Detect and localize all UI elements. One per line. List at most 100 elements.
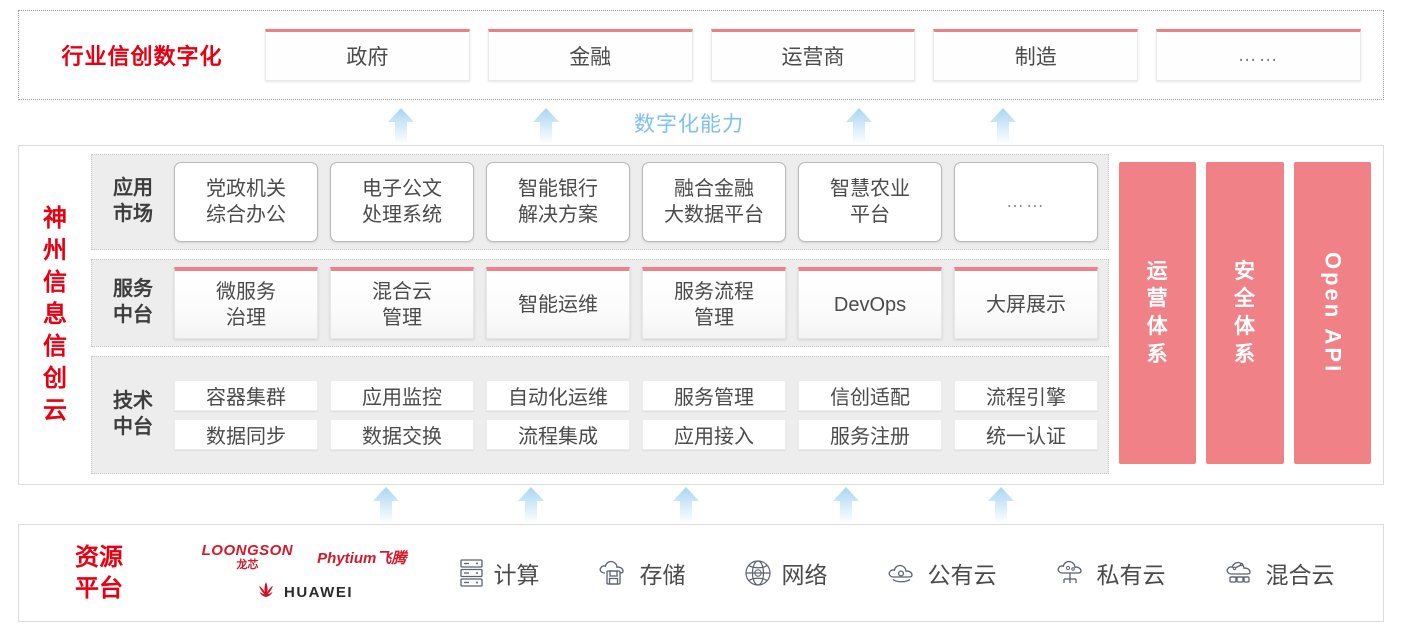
app-card-edoc-system[interactable]: 电子公文处理系统 <box>330 162 474 242</box>
service-card-large-screen-display[interactable]: 大屏展示 <box>954 267 1098 339</box>
pillar-char: 系 <box>1233 342 1256 366</box>
up-arrow-icon <box>978 487 1024 523</box>
cloud-tier-stack: 应用 市场 党政机关综合办公 电子公文处理系统 智能银行解决方案 <box>91 154 1109 474</box>
service-card-smart-ops[interactable]: 智能运维 <box>486 267 630 339</box>
tech-card-container-cluster[interactable]: 容器集群 <box>174 380 318 411</box>
resource-item-storage[interactable]: 存储 <box>597 556 686 590</box>
card-line: 平台 <box>850 204 890 226</box>
card-line: 大数据平台 <box>664 204 764 226</box>
tier-label-app-market: 应用 市场 <box>102 176 164 227</box>
industry-card-operator[interactable]: 运营商 <box>710 29 916 81</box>
resource-platform-panel: 资源 平台 LOONGSON 龙芯 Phytium飞腾 <box>18 524 1384 622</box>
tier-label-tech-platform: 技术 中台 <box>102 389 164 440</box>
service-card-microservice-governance[interactable]: 微服务治理 <box>174 267 318 339</box>
tech-card-app-access[interactable]: 应用接入 <box>642 419 786 450</box>
resource-uplift-arrow-strip <box>18 487 1384 523</box>
up-arrow-icon <box>823 487 869 523</box>
cloud-title-char: 州 <box>43 237 67 265</box>
pillar-open-api[interactable]: Open API <box>1293 162 1371 464</box>
cloud-title-char: 信 <box>43 269 67 297</box>
cloud-pillar-group: 运 营 体 系 安 全 体 系 Open API <box>1119 154 1371 474</box>
loongson-logo-text-cn: 龙芯 <box>236 559 259 571</box>
tier-label-service-platform: 服务 中台 <box>102 277 164 328</box>
tier-tech-platform: 技术 中台 容器集群 应用监控 自动化运维 服务管理 信创适配 流程引擎 <box>91 356 1109 474</box>
resource-item-label: 公有云 <box>927 562 997 588</box>
pillar-char: 安 <box>1233 259 1256 283</box>
digital-capability-arrow-strip: 数字化能力 <box>18 102 1384 144</box>
phytium-logo: Phytium飞腾 <box>317 549 407 567</box>
resource-item-list: 计算 存储 <box>429 556 1383 590</box>
card-line: 混合云 <box>372 280 432 303</box>
resource-item-public-cloud[interactable]: 公有云 <box>885 556 997 590</box>
resource-item-hybrid-cloud[interactable]: 混合云 <box>1223 556 1335 590</box>
tech-card-unified-auth[interactable]: 统一认证 <box>954 419 1098 450</box>
tech-card-data-sync[interactable]: 数据同步 <box>174 419 318 450</box>
service-card-devops[interactable]: DevOps <box>798 267 942 339</box>
tech-card-xinchuang-adaptation[interactable]: 信创适配 <box>798 380 942 411</box>
resource-platform-title: 资源 平台 <box>19 542 179 604</box>
card-line: 党政机关 <box>206 178 286 200</box>
industry-card-manufacturing[interactable]: 制造 <box>933 29 1139 81</box>
resource-item-compute[interactable]: 计算 <box>458 556 540 590</box>
cloud-storage-icon <box>597 559 631 587</box>
resource-item-private-cloud[interactable]: 私有云 <box>1054 556 1166 590</box>
vendor-logo-row: LOONGSON 龙芯 Phytium飞腾 <box>202 543 407 571</box>
tech-card-automated-ops[interactable]: 自动化运维 <box>486 380 630 411</box>
card-line: 综合办公 <box>206 204 286 226</box>
industry-card-more[interactable]: …… <box>1156 29 1361 81</box>
up-arrow-icon <box>980 108 1026 144</box>
app-market-card-list: 党政机关综合办公 电子公文处理系统 智能银行解决方案 融合金融大数据平台 智慧农 <box>174 162 1098 242</box>
private-cloud-icon <box>1054 558 1088 588</box>
pillar-security-system[interactable]: 安 全 体 系 <box>1206 162 1284 464</box>
digital-capability-label: 数字化能力 <box>634 113 744 136</box>
service-card-list: 微服务治理 混合云管理 智能运维 服务流程管理 DevOps 大屏展示 <box>174 267 1098 339</box>
resource-item-label: 计算 <box>493 562 540 588</box>
tier-service-platform: 服务 中台 微服务治理 混合云管理 智能运维 服务流程管理 <box>91 259 1109 347</box>
resource-item-label: 私有云 <box>1096 562 1166 588</box>
tier-label-line: 应用 <box>113 177 153 200</box>
pillar-operations-system[interactable]: 运 营 体 系 <box>1119 162 1197 464</box>
tech-card-row: 容器集群 应用监控 自动化运维 服务管理 信创适配 流程引擎 <box>174 380 1098 411</box>
tier-label-line: 市场 <box>113 203 153 225</box>
cloud-title-char: 信 <box>43 332 67 360</box>
card-line: 管理 <box>694 306 734 329</box>
tech-card-data-exchange[interactable]: 数据交换 <box>330 419 474 450</box>
app-card-more[interactable]: …… <box>954 162 1098 242</box>
pillar-char: 全 <box>1233 287 1256 311</box>
app-card-finance-bigdata[interactable]: 融合金融大数据平台 <box>642 162 786 242</box>
card-line: 微服务 <box>216 280 276 303</box>
tech-card-service-management[interactable]: 服务管理 <box>642 380 786 411</box>
industry-card-government[interactable]: 政府 <box>265 29 470 81</box>
tech-card-app-monitoring[interactable]: 应用监控 <box>330 380 474 411</box>
service-card-hybrid-cloud-management[interactable]: 混合云管理 <box>330 267 474 339</box>
pillar-char: 系 <box>1146 342 1169 366</box>
resource-title-line: 资源 <box>75 543 123 571</box>
card-line: 管理 <box>382 306 422 329</box>
card-line: 智慧农业 <box>830 178 910 200</box>
industry-band-title: 行业信创数字化 <box>61 44 223 69</box>
service-card-service-process-management[interactable]: 服务流程管理 <box>642 267 786 339</box>
pillar-char: 体 <box>1146 315 1169 338</box>
card-line: 处理系统 <box>362 204 442 226</box>
tech-card-process-integration[interactable]: 流程集成 <box>486 419 630 450</box>
card-line: 融合金融 <box>674 178 754 200</box>
resource-item-label: 网络 <box>781 562 828 588</box>
card-line: 治理 <box>226 306 266 329</box>
cloud-title-char: 息 <box>43 301 67 329</box>
resource-item-network[interactable]: 网络 <box>743 556 828 590</box>
app-card-smart-agriculture[interactable]: 智慧农业平台 <box>798 162 942 242</box>
card-line: 服务流程 <box>674 280 754 303</box>
app-card-smart-bank[interactable]: 智能银行解决方案 <box>486 162 630 242</box>
pillar-open-api-label: Open API <box>1320 251 1346 375</box>
app-card-government-office[interactable]: 党政机关综合办公 <box>174 162 318 242</box>
industry-band: 行业信创数字化 政府 金融 运营商 制造 …… <box>18 10 1384 100</box>
loongson-logo: LOONGSON 龙芯 <box>202 543 294 571</box>
pillar-char: 运 <box>1146 259 1169 283</box>
tech-card-process-engine[interactable]: 流程引擎 <box>954 380 1098 411</box>
cloud-panel-title: 神 州 信 息 信 创 云 <box>19 146 91 484</box>
tech-card-service-registry[interactable]: 服务注册 <box>798 419 942 450</box>
tech-card-row: 数据同步 数据交换 流程集成 应用接入 服务注册 统一认证 <box>174 419 1098 450</box>
hybrid-cloud-icon <box>1223 558 1257 588</box>
industry-card-finance[interactable]: 金融 <box>487 29 693 81</box>
